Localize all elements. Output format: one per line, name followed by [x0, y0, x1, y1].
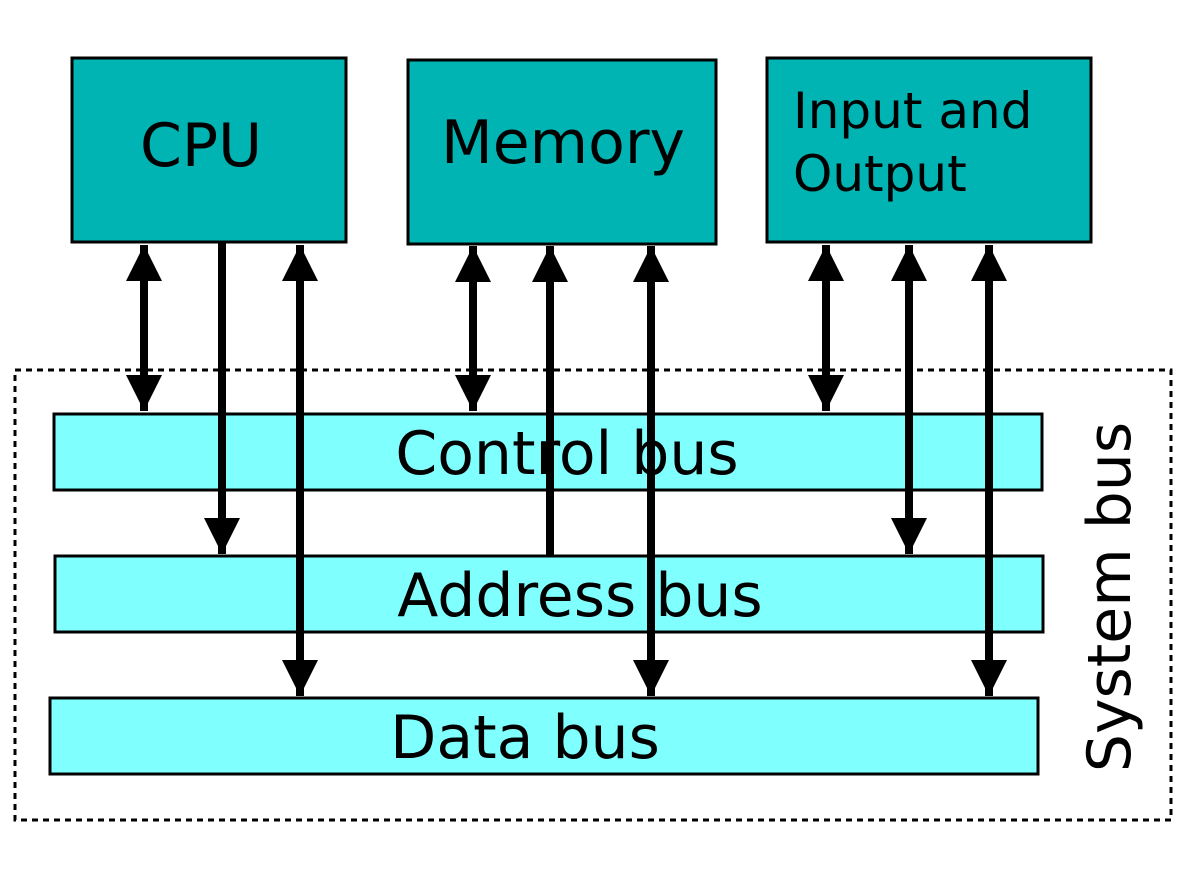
address-bus-bar	[53, 554, 1045, 634]
memory-label: Memory	[441, 108, 685, 178]
cpu-label: CPU	[140, 111, 262, 181]
io-label-line2: Output	[793, 145, 967, 203]
data-bus-label: Data bus	[390, 703, 660, 773]
cpu-box	[70, 56, 348, 244]
control-bus-label: Control bus	[395, 419, 738, 489]
system-bus-label: System bus	[1075, 422, 1145, 772]
io-label-line1: Input and	[793, 82, 1032, 140]
system-bus-boundary	[13, 368, 1173, 822]
address-bus-label: Address bus	[397, 561, 762, 631]
memory-box	[406, 58, 718, 246]
data-bus-bar	[48, 696, 1040, 776]
io-box	[765, 56, 1093, 244]
